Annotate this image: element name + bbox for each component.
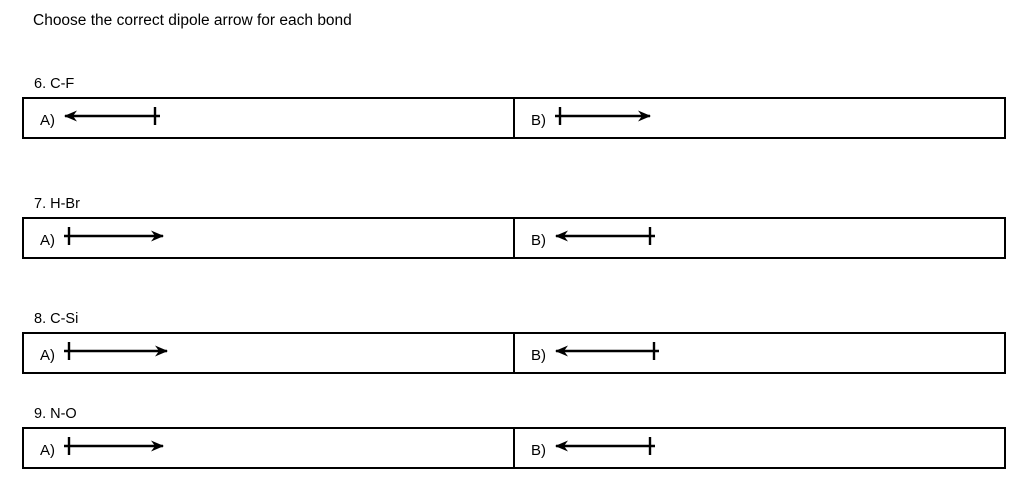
answer-option-cell[interactable]: A) [24,99,515,137]
option-letter: A) [40,111,55,129]
dipole-arrow-right-icon [550,101,656,131]
option-letter: B) [531,346,546,364]
option-letter: B) [531,231,546,249]
answer-options-table: A) B) [22,427,1006,469]
answer-options-table: A) B) [22,217,1006,259]
option-letter: B) [531,111,546,129]
dipole-arrow-left-icon [550,221,660,251]
dipole-arrow-right-icon [59,336,173,366]
answer-option-cell[interactable]: A) [24,334,515,372]
question-block: 9. N-O A) B) [22,405,1006,469]
option-letter: A) [40,441,55,459]
question-label: 6. C-F [34,76,75,92]
option-letter: B) [531,441,546,459]
answer-options-table: A) B) [22,97,1006,139]
dipole-arrow-right-icon [59,221,169,251]
dipole-arrow-left-icon [59,101,165,131]
page-title: Choose the correct dipole arrow for each… [33,12,352,29]
dipole-arrow-left-icon [550,431,660,461]
question-label: 8. C-Si [34,311,79,327]
question-label: 9. N-O [34,406,77,422]
option-letter: A) [40,231,55,249]
answer-options-table: A) B) [22,332,1006,374]
question-label: 7. H-Br [34,196,80,212]
answer-option-cell[interactable]: A) [24,429,515,467]
answer-option-cell[interactable]: B) [515,429,1004,467]
answer-option-cell[interactable]: B) [515,219,1004,257]
answer-option-cell[interactable]: B) [515,99,1004,137]
question-block: 6. C-F A) B) [22,75,1006,139]
dipole-arrow-left-icon [550,336,664,366]
dipole-arrow-right-icon [59,431,169,461]
answer-option-cell[interactable]: A) [24,219,515,257]
option-letter: A) [40,346,55,364]
answer-option-cell[interactable]: B) [515,334,1004,372]
